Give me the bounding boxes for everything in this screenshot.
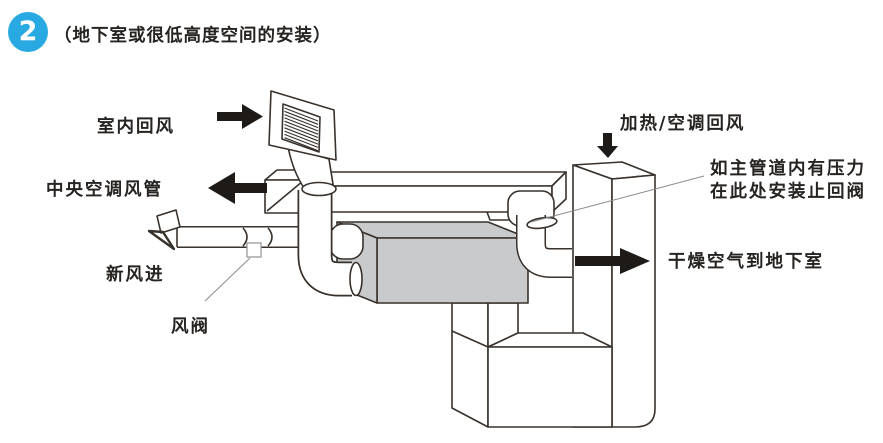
return-air-pipe <box>297 181 363 297</box>
arrow-right-icon <box>217 104 263 129</box>
check-valve-leader-line <box>530 175 705 223</box>
damper-marker <box>246 242 262 258</box>
return-grille <box>268 90 337 161</box>
intake-hood <box>147 209 181 251</box>
label-heating-ac-return: 加热/空调回风 <box>620 114 746 134</box>
step-number-badge: 2 <box>8 12 48 52</box>
check-valve-marker <box>526 216 558 230</box>
arrow-down-icon <box>597 133 618 158</box>
fresh-air-pipe <box>147 209 307 258</box>
pipe-flange <box>349 261 363 297</box>
label-central-ac-duct: 中央空调风管 <box>46 180 163 200</box>
arrow-left-icon <box>208 172 267 204</box>
diagram-title: （地下室或很低高度空间的安装） <box>54 26 332 46</box>
label-check-valve-note-1: 如主管道内有压力 <box>710 159 866 179</box>
label-indoor-return: 室内回风 <box>97 117 175 137</box>
arrow-right-dry-icon <box>575 248 650 274</box>
label-check-valve-note-2: 在此处安装止回阀 <box>710 182 866 202</box>
unit-inlet-notch <box>329 223 364 260</box>
bottom-duct-run <box>451 302 613 428</box>
label-dry-air-to-basement: 干燥空气到地下室 <box>668 252 824 272</box>
damper-leader-line <box>204 257 251 302</box>
label-fresh-air-in: 新风进 <box>106 265 165 285</box>
label-damper: 风阀 <box>171 317 210 337</box>
pipe-collar <box>301 181 337 197</box>
grille-louvers <box>284 107 319 152</box>
check-valve-elbow <box>507 190 572 278</box>
